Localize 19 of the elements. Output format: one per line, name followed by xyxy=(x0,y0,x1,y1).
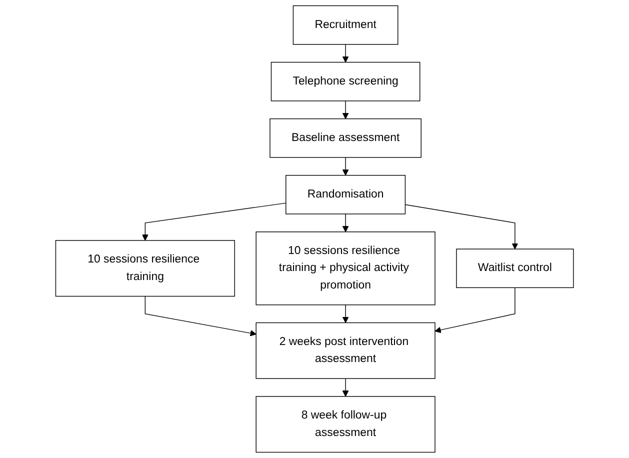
node-box: 10 sessions resilience training + physical activity promotion xyxy=(256,232,436,306)
arrow xyxy=(342,214,349,232)
node-box: 2 weeks post intervention assessment xyxy=(256,322,436,379)
node-box: Baseline assessment xyxy=(270,118,422,158)
arrow xyxy=(342,100,349,120)
arrow xyxy=(342,378,349,397)
arrow xyxy=(342,44,349,63)
arrow xyxy=(342,157,349,176)
node-box: 10 sessions resilience training xyxy=(55,240,235,297)
arrow xyxy=(144,296,256,336)
node-box: Randomisation xyxy=(285,174,406,214)
arrow xyxy=(434,287,516,334)
arrow xyxy=(142,202,286,241)
node-box: Waitlist control xyxy=(456,248,574,288)
arrow xyxy=(342,304,349,324)
node-box: Recruitment xyxy=(292,5,398,45)
node-box: 8 week follow-up assessment xyxy=(256,396,436,453)
node-box: Telephone screening xyxy=(270,62,420,102)
arrow xyxy=(404,204,518,250)
